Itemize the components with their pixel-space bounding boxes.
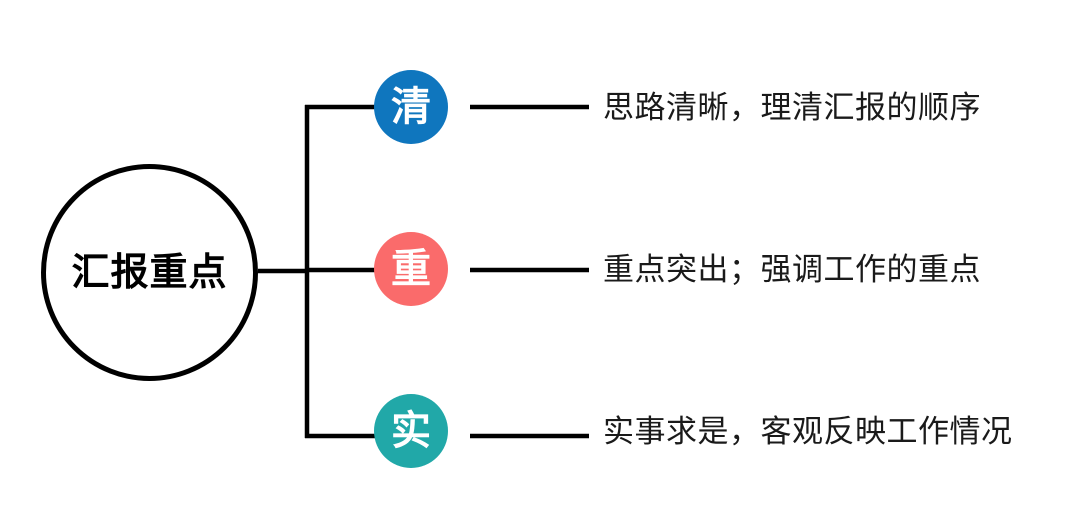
branch-description-2: 重点突出；强调工作的重点	[603, 252, 981, 287]
branch-description-3: 实事求是，客观反映工作情况	[603, 414, 1013, 449]
root-node[interactable]: 汇报重点	[41, 164, 258, 381]
branch-badge-qing[interactable]: 清	[374, 70, 448, 144]
root-node-label: 汇报重点	[71, 251, 228, 294]
branch-badge-label-2: 重	[391, 247, 431, 291]
branch-badge-shi[interactable]: 实	[374, 394, 448, 468]
branch-badge-label-1: 清	[391, 85, 431, 129]
branch-badge-label-3: 实	[391, 409, 431, 453]
branch-description-1: 思路清晰，理清汇报的顺序	[603, 90, 981, 125]
branch-badge-zhong[interactable]: 重	[374, 232, 448, 306]
